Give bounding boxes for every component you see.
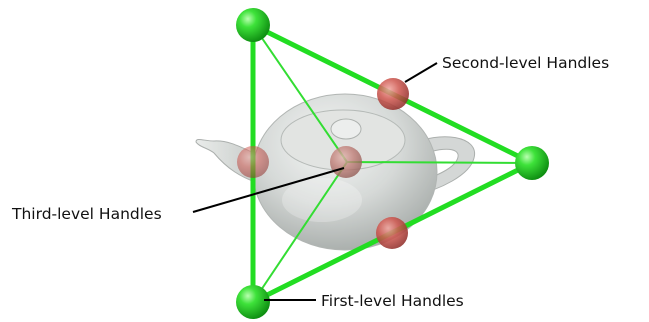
first-level-handle-bottom[interactable]: [236, 285, 270, 319]
label-third-level-handles: Third-level Handles: [11, 205, 162, 223]
label-first-level-handles: First-level Handles: [321, 292, 464, 310]
leader-third-level: [192, 167, 345, 213]
second-level-handle-top[interactable]: [377, 78, 409, 110]
label-second-level-handles: Second-level Handles: [442, 54, 609, 72]
inner-line-top: [252, 24, 348, 163]
leader-second-level: [404, 62, 438, 83]
first-level-handles: [236, 8, 549, 319]
inner-line-right: [346, 161, 533, 164]
teapot-lid-knob: [330, 118, 362, 140]
second-level-handle-bottom[interactable]: [376, 217, 408, 249]
third-level-handle[interactable]: [330, 146, 362, 178]
second-level-handles: [237, 78, 409, 249]
inner-line-bottom: [252, 161, 348, 303]
second-level-handle-left[interactable]: [237, 146, 269, 178]
leader-lines: [192, 62, 438, 301]
first-level-handle-top[interactable]: [236, 8, 270, 42]
first-level-handle-right[interactable]: [515, 146, 549, 180]
